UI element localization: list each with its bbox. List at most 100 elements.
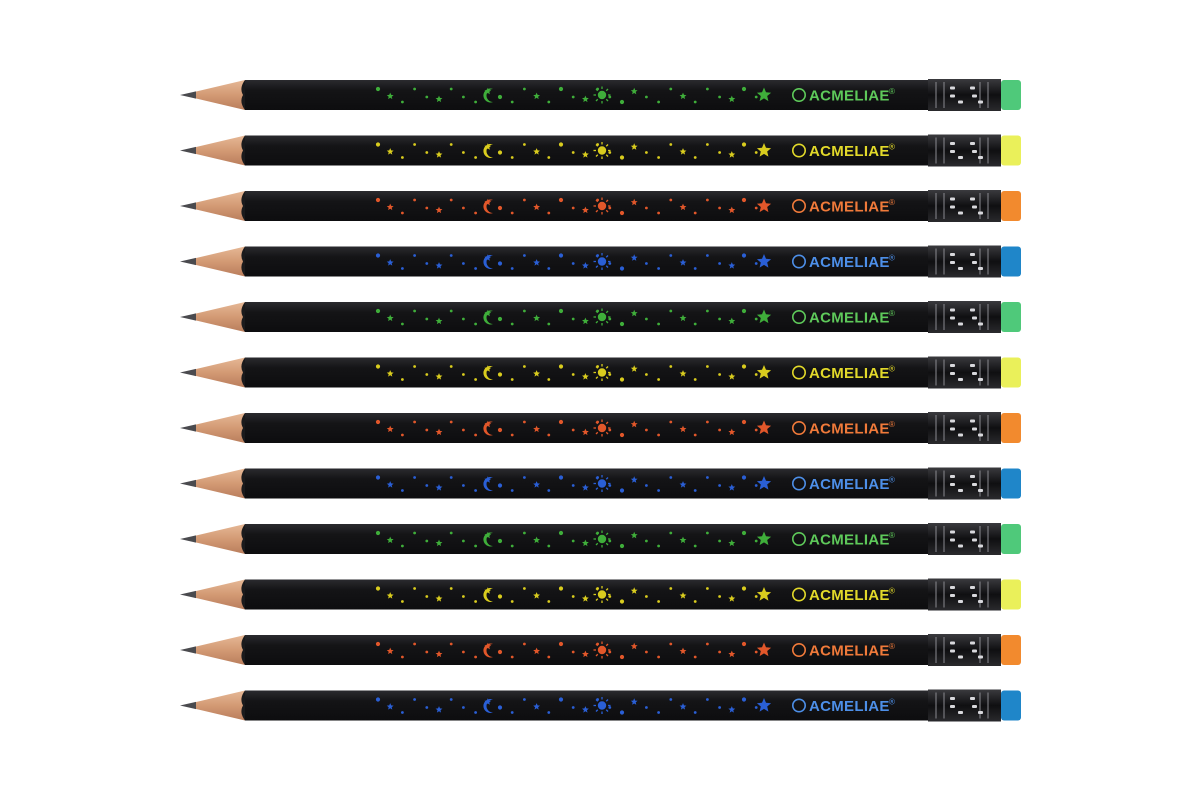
brand-name: ACMELIAE (809, 643, 890, 660)
pencil-graphite (180, 646, 196, 654)
pencil-eraser (1001, 413, 1021, 443)
pencil-paint-edge (241, 357, 245, 388)
ferrule-shine (950, 197, 983, 215)
brand-name: ACMELIAE (809, 199, 890, 216)
pencil-12: ACMELIAE® (180, 689, 1021, 722)
brand-logo-icon (791, 531, 806, 546)
pencil-1: ACMELIAE® (180, 79, 1021, 111)
brand-name: ACMELIAE (809, 476, 890, 493)
pencil-pattern (375, 697, 772, 715)
pencil-body (245, 524, 928, 554)
ferrule-ridges (935, 470, 989, 497)
pencil-paint-edge (241, 524, 245, 554)
pencil-body (245, 135, 928, 166)
pencil-4: ACMELIAE® (180, 245, 1021, 278)
pencil-ferrule (928, 634, 1001, 666)
brand-logo-icon (791, 143, 806, 158)
pencil-eraser (1001, 468, 1021, 499)
registered-mark: ® (889, 642, 895, 651)
pencil-graphite (180, 424, 196, 432)
pencil-pattern (375, 86, 772, 105)
pencil-wood (194, 302, 245, 332)
brand-name: ACMELIAE (809, 88, 890, 105)
brand-name: ACMELIAE (809, 587, 890, 604)
pencil-wood (194, 635, 245, 665)
ferrule-shine (950, 364, 983, 381)
brand-name: ACMELIAE (809, 421, 890, 438)
pencil-eraser (1001, 135, 1021, 166)
pencil-graphite (180, 257, 196, 266)
pencil-8: ACMELIAE® (180, 467, 1021, 500)
pencil-paint-edge (241, 302, 245, 332)
pencil-ferrule (928, 412, 1001, 444)
pencil-2: ACMELIAE® (180, 134, 1021, 167)
ferrule-shine (950, 586, 983, 603)
ferrule-shine (950, 641, 983, 659)
pencil-body (245, 690, 928, 721)
ferrule-ridges (935, 637, 989, 663)
ferrule-shine (950, 697, 983, 714)
pencil-ferrule (928, 301, 1001, 333)
registered-mark: ® (889, 531, 895, 540)
ferrule-ridges (935, 415, 989, 441)
pencil-pattern (375, 475, 772, 493)
pencil-eraser (1001, 690, 1021, 721)
pencil-wood (194, 524, 245, 554)
registered-mark: ® (889, 254, 895, 263)
pencil-eraser (1001, 302, 1021, 332)
pencil-body (245, 357, 928, 388)
pencil-wood (194, 191, 245, 221)
pencil-wood (194, 579, 245, 610)
pencil-eraser (1001, 191, 1021, 221)
ferrule-shine (950, 253, 983, 270)
pencil-paint-edge (241, 135, 245, 166)
brand-logo-icon (791, 698, 806, 713)
ferrule-ridges (935, 581, 989, 608)
pencil-paint-edge (241, 191, 245, 221)
pencil-body (245, 413, 928, 443)
registered-mark: ® (889, 420, 895, 429)
pencil-paint-edge (241, 80, 245, 110)
pencil-eraser (1001, 80, 1021, 110)
pencil-wood (194, 690, 245, 721)
pencil-graphite (180, 368, 196, 377)
brand-name: ACMELIAE (809, 532, 890, 549)
brand-name: ACMELIAE (809, 254, 890, 271)
brand-logo-icon (791, 476, 806, 491)
pencil-pattern (375, 419, 772, 438)
pencil-11: ACMELIAE® (180, 634, 1021, 666)
pencil-graphite (180, 701, 196, 710)
pencil-graphite (180, 535, 196, 543)
pencil-pattern (375, 253, 772, 271)
ferrule-shine (950, 308, 983, 326)
pencil-wood (194, 357, 245, 388)
ferrule-shine (950, 530, 983, 548)
pencil-wood (194, 413, 245, 443)
pencil-wood (194, 246, 245, 277)
pencil-body (245, 80, 928, 110)
pencil-body (245, 579, 928, 610)
registered-mark: ® (889, 87, 895, 96)
registered-mark: ® (889, 698, 895, 707)
pencil-ferrule (928, 134, 1001, 167)
pencil-paint-edge (241, 579, 245, 610)
pencil-ferrule (928, 689, 1001, 722)
pencil-graphite (180, 91, 196, 99)
ferrule-ridges (935, 359, 989, 386)
pencil-ferrule (928, 245, 1001, 278)
pencil-paint-edge (241, 635, 245, 665)
pencil-eraser (1001, 579, 1021, 610)
pencil-graphite (180, 146, 196, 155)
pencil-ferrule (928, 79, 1001, 111)
brand-name: ACMELIAE (809, 143, 890, 160)
registered-mark: ® (889, 365, 895, 374)
pencil-graphite (180, 479, 196, 488)
pencil-eraser (1001, 357, 1021, 388)
pencil-7: ACMELIAE® (180, 412, 1021, 444)
pencil-eraser (1001, 635, 1021, 665)
registered-mark: ® (889, 198, 895, 207)
ferrule-ridges (935, 304, 989, 330)
pencil-9: ACMELIAE® (180, 523, 1021, 555)
